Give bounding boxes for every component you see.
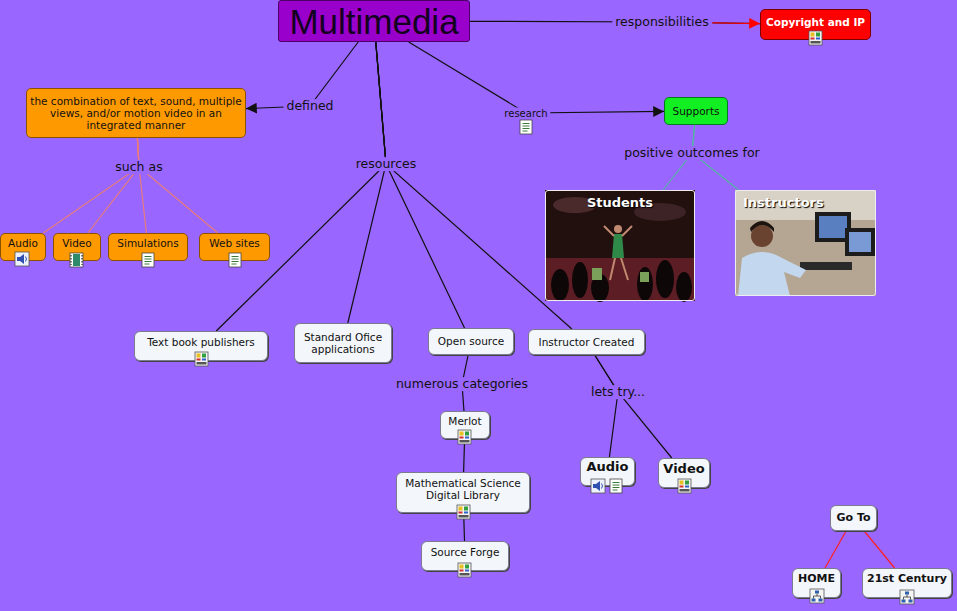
concept-label: Audio: [586, 460, 628, 475]
concept-label: Instructors: [743, 196, 824, 211]
person-body: [738, 252, 806, 296]
link-concept: Copyright and IP: [760, 9, 871, 40]
document-icon: [520, 120, 532, 134]
connector-path: [88, 138, 139, 233]
example-box: Audio: [0, 233, 46, 261]
definition-box: the combination of text, sound, multiple…: [26, 88, 246, 138]
media-box: Audio: [580, 457, 635, 486]
concept-label: Mathematical Science Digital Library: [399, 477, 527, 501]
connector-path: [463, 513, 465, 541]
resource-box: Source Forge: [421, 541, 509, 571]
concept-label: Instructor Created: [539, 336, 635, 348]
connector-path: [376, 42, 572, 329]
connector-line: [137, 138, 217, 233]
connector-line: [376, 42, 572, 329]
photo-floor: [545, 258, 695, 301]
concept-label: Video: [663, 462, 704, 477]
concept-label: 21st Century: [867, 573, 947, 586]
media-box: Video: [658, 458, 710, 488]
connector-line: [348, 42, 386, 323]
linking-phrase: positive outcomes for: [621, 146, 763, 160]
linking-phrase: research: [501, 108, 550, 119]
dancer-body: [612, 234, 624, 258]
connector-line: [376, 42, 465, 328]
concept-label: Merlot: [448, 415, 481, 427]
nav-box: 21st Century: [862, 568, 952, 598]
concept-label: HOME: [798, 573, 835, 586]
concept-label: the combination of text, sound, multiple…: [30, 95, 242, 131]
connector-line: [825, 531, 846, 568]
photo-background: [545, 190, 695, 301]
concept-label: Supports: [673, 105, 720, 117]
connector-line: [595, 355, 672, 458]
concept-label: Web sites: [209, 237, 260, 249]
keyboard: [800, 262, 852, 270]
connector-line: [463, 439, 465, 472]
monitor-screen: [849, 232, 871, 252]
connector-line: [463, 513, 465, 541]
connector-line: [43, 138, 139, 233]
connector-path: [137, 138, 217, 233]
linking-phrase: responsibilities: [612, 15, 712, 29]
connector-path: [463, 439, 465, 472]
photo-concept: Students: [545, 190, 695, 301]
concept-label: Go To: [836, 512, 870, 525]
resource-box: Merlot: [440, 411, 490, 439]
resource-box: Instructor Created: [528, 329, 645, 355]
concept-label: Simulations: [117, 237, 178, 249]
connector-path: [348, 42, 386, 323]
concept-label: Video: [62, 237, 91, 249]
concept-box: Supports: [664, 97, 728, 125]
connector-path: [376, 42, 465, 328]
instructors-photo: [735, 190, 876, 296]
monitor-screen: [819, 216, 847, 238]
linking-phrase: resources: [353, 157, 420, 171]
photo-wall: [735, 190, 876, 220]
connector-line: [864, 531, 894, 568]
linking-phrase: such as: [112, 160, 165, 174]
connector-line: [88, 138, 139, 233]
example-box: Simulations: [108, 233, 188, 261]
concept-label: Source Forge: [431, 546, 500, 558]
concept-label: Audio: [8, 237, 38, 249]
crowd: [551, 260, 692, 302]
monitor: [845, 228, 875, 256]
concept-label: Students: [587, 196, 653, 211]
person-hair: [750, 221, 774, 232]
resource-box: Text book publishers: [134, 331, 268, 361]
students-photo: [545, 190, 695, 302]
resource-box: Mathematical Science Digital Library: [396, 472, 530, 513]
nav-box: HOME: [792, 568, 841, 598]
connector-path: [409, 42, 664, 113]
concept-label: Copyright and IP: [766, 16, 865, 28]
dancer-limbs: [604, 226, 632, 280]
linking-phrase: lets try...: [588, 385, 648, 399]
example-box: Web sites: [199, 233, 270, 261]
connector-path: [216, 42, 386, 331]
connector-path: [825, 531, 846, 568]
concept-label: Standard Ofice applications: [297, 331, 389, 355]
concept-label: Open source: [438, 335, 504, 347]
resource-box: Open source: [428, 328, 514, 355]
linking-phrase: numerous categories: [393, 377, 531, 391]
dancer-head: [614, 225, 622, 233]
crowd-shirts: [592, 268, 649, 282]
connector-path: [43, 138, 139, 233]
linking-phrase: defined: [283, 99, 336, 113]
connector-path: [595, 355, 618, 457]
concept-label: Multimedia: [289, 4, 458, 39]
resource-box: Standard Ofice applications: [294, 323, 392, 363]
title-concept: Multimedia: [278, 0, 470, 42]
photo-concept: Instructors: [735, 190, 876, 296]
connector-line: [409, 42, 664, 113]
nav-box: Go To: [830, 505, 877, 531]
connector-line: [216, 42, 386, 331]
connector-path: [595, 355, 672, 458]
connector-line: [595, 355, 618, 457]
concept-label: Text book publishers: [147, 336, 255, 348]
example-box: Video: [53, 233, 101, 261]
connector-path: [864, 531, 894, 568]
photo-background: [735, 190, 876, 296]
